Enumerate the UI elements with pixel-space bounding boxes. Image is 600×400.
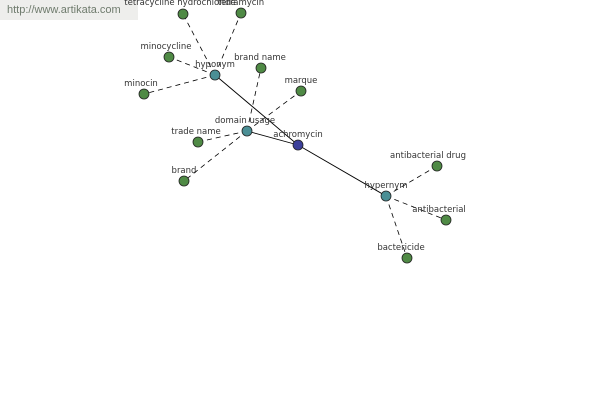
node-label-marque[interactable]: marque bbox=[285, 76, 318, 86]
node-label-domain-usage[interactable]: domain usage bbox=[215, 116, 275, 126]
edge-hypernym-antibacterial-drug bbox=[385, 165, 438, 197]
edge-domain-usage-brand-name bbox=[246, 67, 262, 132]
node-label-bactericide[interactable]: bactericide bbox=[377, 243, 424, 253]
node-label-terramycin[interactable]: terramycin bbox=[218, 0, 264, 8]
node-minocin[interactable] bbox=[138, 88, 150, 100]
node-label-tetracycline-hydrochloride[interactable]: tetracycline hydrochloride bbox=[124, 0, 235, 8]
node-label-trade-name[interactable]: trade name bbox=[171, 127, 220, 137]
edge-hypernym-antibacterial bbox=[385, 195, 447, 221]
node-tetracycline-hydrochloride[interactable] bbox=[177, 8, 189, 20]
edge-achromycin-hypernym bbox=[297, 144, 387, 197]
node-bactericide[interactable] bbox=[401, 252, 413, 264]
edge-layer bbox=[143, 12, 447, 259]
node-antibacterial-drug[interactable] bbox=[431, 160, 443, 172]
edge-hyponym-tetracycline-hydrochloride bbox=[182, 13, 216, 76]
node-antibacterial[interactable] bbox=[440, 214, 452, 226]
edge-hyponym-minocin bbox=[143, 74, 216, 95]
edge-achromycin-domain-usage bbox=[246, 130, 299, 146]
node-label-brand[interactable]: brand bbox=[172, 166, 197, 176]
node-layer bbox=[138, 7, 452, 264]
node-achromycin[interactable] bbox=[292, 139, 304, 151]
label-layer: achromycin hyponym domain usage hypernym tet… bbox=[124, 0, 466, 253]
node-domain-usage[interactable] bbox=[241, 125, 253, 137]
node-hypernym[interactable] bbox=[380, 190, 392, 202]
edge-domain-usage-marque bbox=[246, 90, 302, 132]
node-label-minocycline[interactable]: minocycline bbox=[141, 42, 192, 52]
edge-hyponym-terramycin bbox=[214, 12, 242, 76]
node-label-hyponym[interactable]: hyponym bbox=[195, 60, 235, 70]
node-brand[interactable] bbox=[178, 175, 190, 187]
node-marque[interactable] bbox=[295, 85, 307, 97]
node-label-brand-name[interactable]: brand name bbox=[234, 53, 286, 63]
url-link[interactable]: http://www.artikata.com bbox=[7, 4, 121, 16]
edge-achromycin-hyponym bbox=[214, 74, 299, 146]
node-label-hypernym[interactable]: hypernym bbox=[364, 181, 407, 191]
edge-hypernym-bactericide bbox=[385, 195, 408, 259]
node-label-achromycin[interactable]: achromycin bbox=[273, 130, 323, 140]
node-label-minocin[interactable]: minocin bbox=[124, 79, 158, 89]
edge-domain-usage-brand bbox=[183, 130, 248, 182]
node-minocycline[interactable] bbox=[163, 51, 175, 63]
node-hyponym[interactable] bbox=[209, 69, 221, 81]
node-terramycin[interactable] bbox=[235, 7, 247, 19]
node-brand-name[interactable] bbox=[255, 62, 267, 74]
url-banner[interactable]: http://www.artikata.com bbox=[0, 0, 138, 20]
node-label-antibacterial-drug[interactable]: antibacterial drug bbox=[390, 151, 466, 161]
node-trade-name[interactable] bbox=[192, 136, 204, 148]
node-label-antibacterial[interactable]: antibacterial bbox=[412, 205, 466, 215]
